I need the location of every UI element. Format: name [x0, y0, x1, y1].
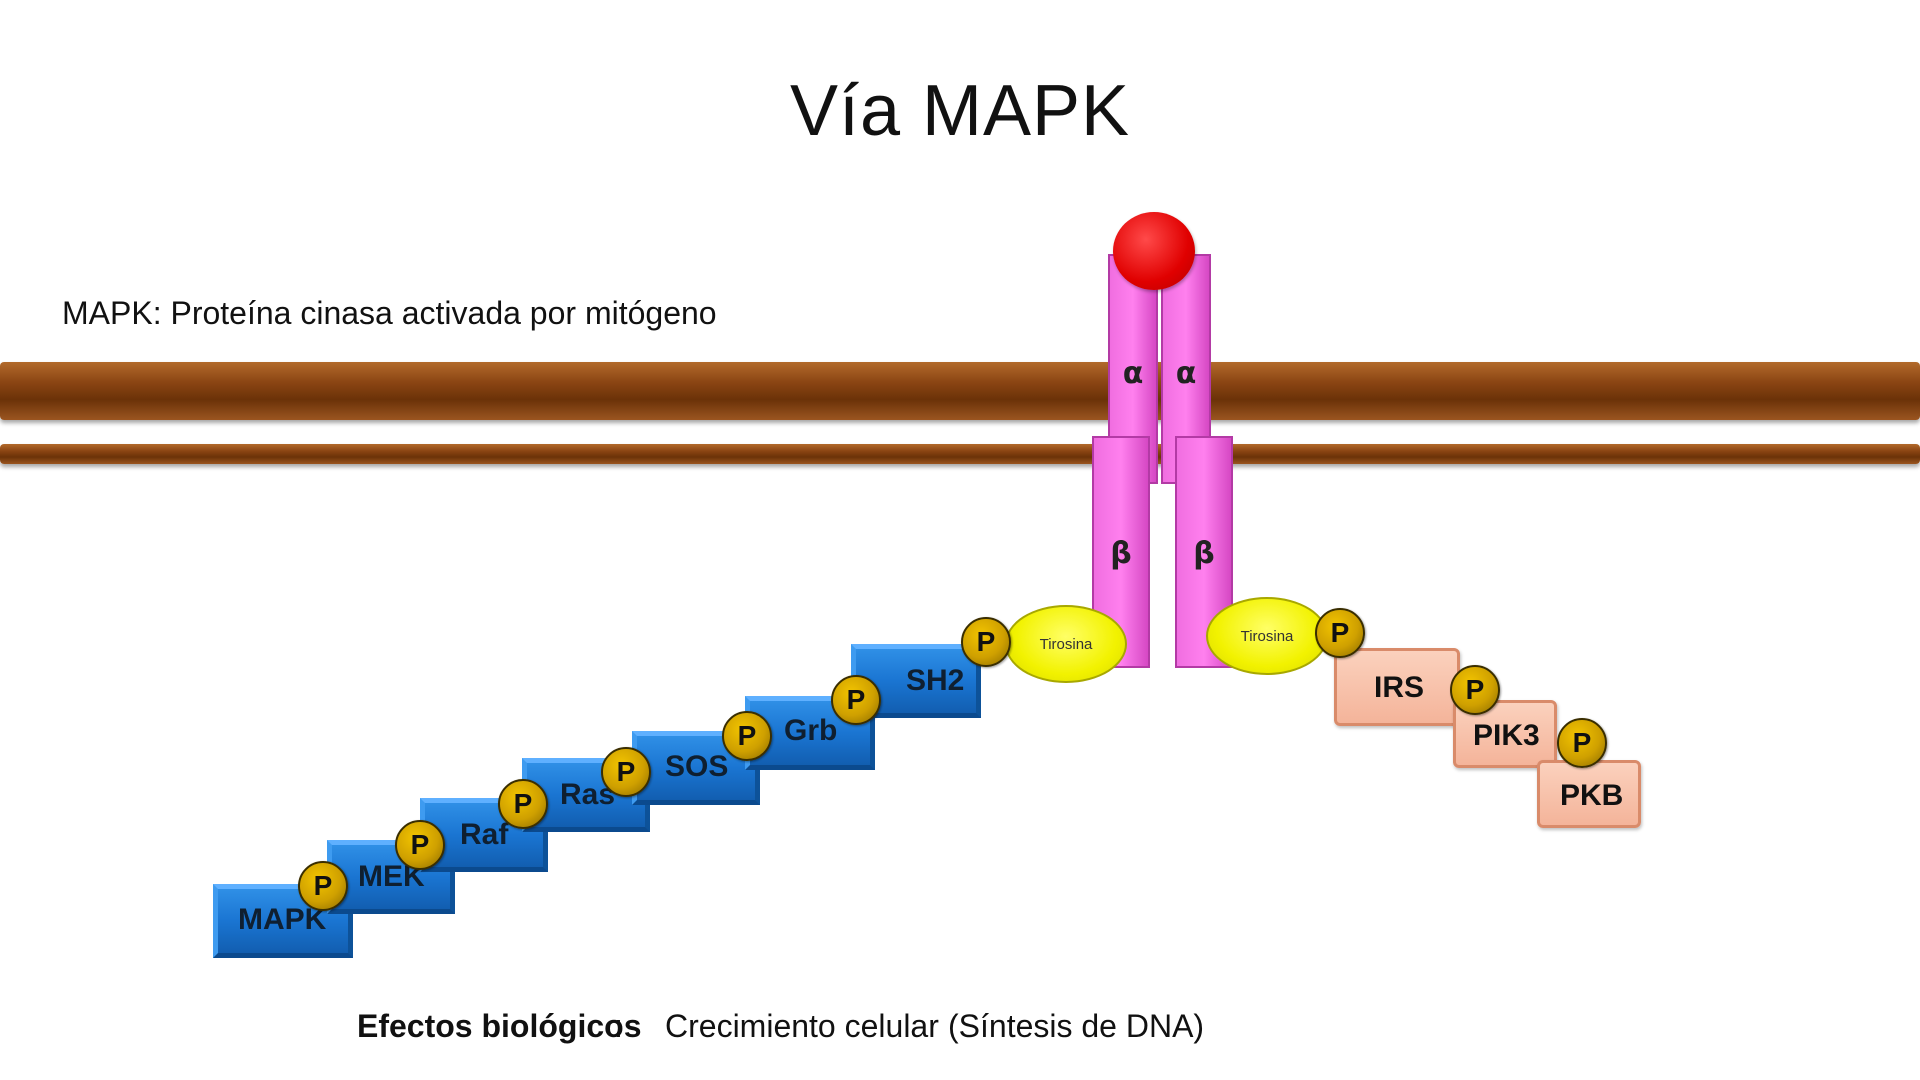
- label-grb: Grb: [784, 714, 838, 747]
- beta-label-left: β: [1110, 536, 1132, 571]
- alpha-label-left: α: [1122, 356, 1144, 391]
- phosphate-icon: P: [498, 779, 548, 829]
- label-pik3: PIK3: [1473, 719, 1540, 752]
- label-sos: SOS: [665, 750, 729, 783]
- phosphate-icon: P: [601, 747, 651, 797]
- phosphate-icon: P: [395, 820, 445, 870]
- tyrosine-left: Tirosina: [1005, 605, 1127, 683]
- cell-membrane-inner: [0, 444, 1920, 464]
- phosphate-icon: P: [722, 711, 772, 761]
- box-irs: IRS: [1334, 648, 1460, 726]
- beta-label-right: β: [1193, 536, 1215, 571]
- diagram-title: Vía MAPK: [789, 71, 1131, 151]
- phosphate-icon: P: [1315, 608, 1365, 658]
- footer-colon: :: [614, 1008, 623, 1044]
- phosphate-icon: P: [831, 675, 881, 725]
- phosphate-icon: P: [1557, 718, 1607, 768]
- label-sh2: SH2: [906, 664, 965, 697]
- biological-effects-label: Efectos biológicos: [357, 1008, 642, 1044]
- biological-effect: Crecimiento celular: [665, 1008, 939, 1044]
- phosphate-icon: P: [298, 861, 348, 911]
- box-pik3: PIK3: [1453, 700, 1557, 768]
- label-pkb: PKB: [1560, 779, 1624, 812]
- alpha-label-right: α: [1175, 356, 1197, 391]
- label-irs: IRS: [1374, 671, 1425, 704]
- ligand-circle: [1113, 212, 1195, 290]
- tyrosine-right: Tirosina: [1206, 597, 1328, 675]
- box-pkb: PKB: [1537, 760, 1641, 828]
- phosphate-icon: P: [961, 617, 1011, 667]
- mapk-definition: MAPK: Proteína cinasa activada por mitóg…: [62, 295, 717, 331]
- label-raf: Raf: [460, 818, 509, 851]
- cell-membrane-outer: [0, 362, 1920, 420]
- effect-detail: (Síntesis de DNA): [948, 1008, 1205, 1044]
- phosphate-icon: P: [1450, 665, 1500, 715]
